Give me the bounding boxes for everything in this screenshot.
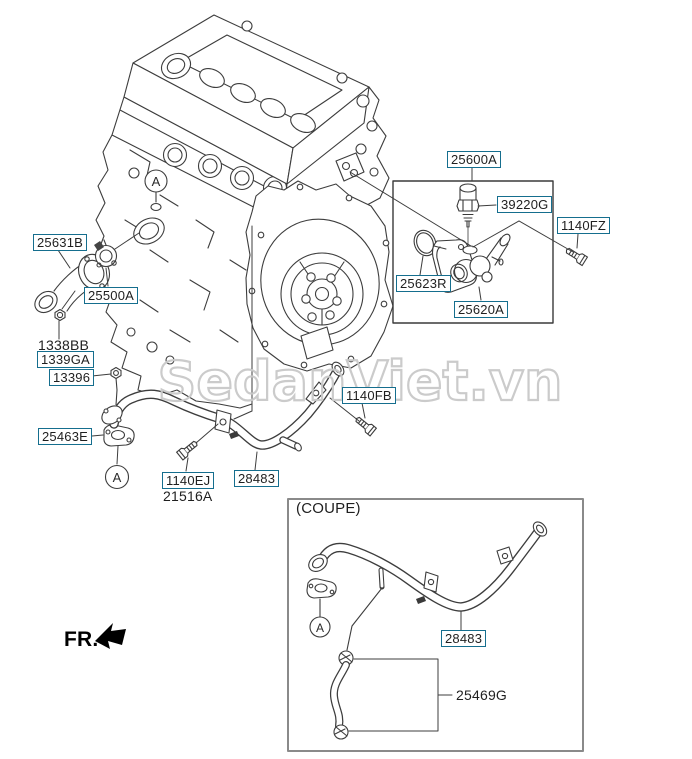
part-label-1338BB: 1338BB [38,337,90,353]
part-label-1140FZ[interactable]: 1140FZ [557,217,611,234]
part-label-21516A: 21516A [163,488,213,504]
engine-ref-a: A [152,174,161,189]
part-label-28483[interactable]: 28483 [234,470,280,487]
coupe-part-label-28483[interactable]: 28483 [441,630,487,647]
part-label-1140EJ[interactable]: 1140EJ [162,472,215,489]
thermostat-part [94,239,118,268]
inlet-pipe-part [34,253,111,314]
gasket-25463e-part: A [103,424,135,490]
detail-box-outline [392,180,554,324]
front-direction-label: FR. [64,628,99,651]
leader-lines [57,167,579,472]
coupe-section-title: (COUPE) [296,500,361,517]
coupe-ref-a: A [316,621,324,635]
part-label-25600A[interactable]: 25600A [447,151,502,168]
part-label-25620A[interactable]: 25620A [454,301,509,318]
temp-sensor-part [456,183,480,250]
coupe-part-label-25469G: 25469G [456,687,508,703]
coupe-box-outline [287,498,584,752]
o-ring-part [413,229,437,257]
main-ref-a: A [113,470,122,485]
part-label-25623R[interactable]: 25623R [396,275,451,292]
part-label-1140FB[interactable]: 1140FB [342,387,396,404]
part-label-1339GA[interactable]: 1339GA [37,351,94,368]
coupe-inset-drawing: A [287,498,584,752]
part-label-25463E[interactable]: 25463E [38,428,93,445]
part-label-25631B[interactable]: 25631B [33,234,88,251]
part-label-39220G[interactable]: 39220G [497,196,553,213]
bolt-1140ej-part [176,438,201,461]
part-label-25500A[interactable]: 25500A [84,287,139,304]
front-direction-arrow-icon [95,623,126,649]
fastener-parts [54,308,122,406]
engine-drawing: A [95,14,394,409]
part-label-13396[interactable]: 13396 [49,369,95,386]
water-pipe-part [101,361,345,452]
